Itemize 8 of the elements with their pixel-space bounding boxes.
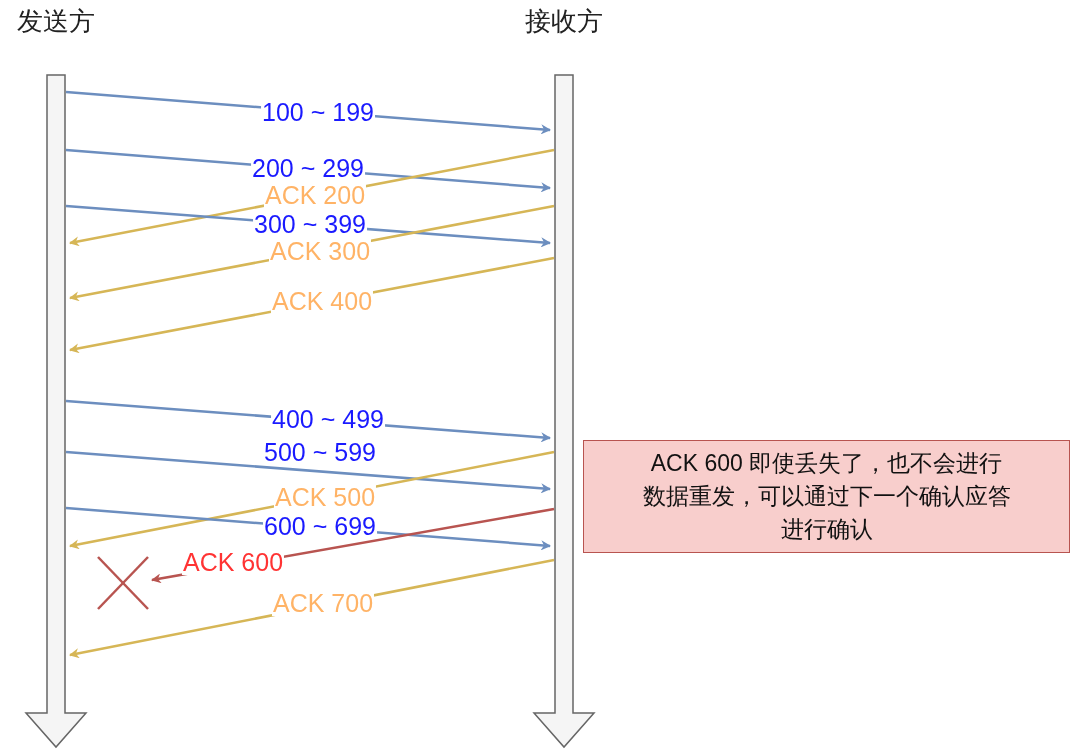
edge-label: ACK 400	[270, 288, 374, 314]
message-arrow	[65, 450, 551, 494]
note-box: ACK 600 即使丢失了，也不会进行数据重发，可以通过下一个确认应答进行确认	[583, 440, 1070, 553]
edge-label: ACK 200	[263, 182, 367, 208]
edge-label: ACK 300	[268, 238, 372, 264]
lifeline-heading: 接收方	[524, 5, 604, 38]
edge-label: ACK 500	[273, 484, 377, 510]
lifeline-heading: 发送方	[16, 5, 96, 38]
